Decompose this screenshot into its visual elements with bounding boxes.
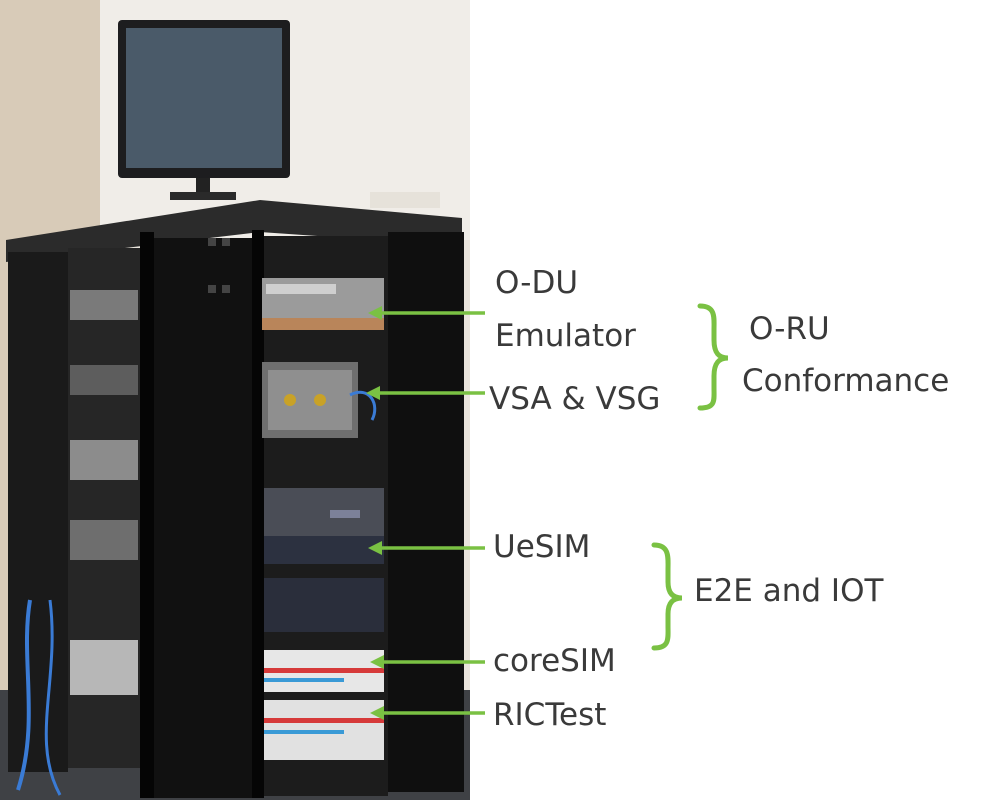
- vsa-vsg-unit: [262, 362, 377, 438]
- curly-brace-icon-oru: [697, 303, 729, 411]
- arrow-icon-coresim: [370, 655, 485, 669]
- rack-top: [6, 200, 462, 262]
- uesim-unit: [264, 488, 384, 564]
- arrow-icon-vsa: [366, 386, 485, 400]
- label-vsa-vsg: VSA & VSG: [489, 381, 661, 417]
- curly-brace-icon-e2e: [651, 542, 683, 651]
- arrow-icon-odu: [368, 306, 485, 320]
- odu-emulator-unit: [262, 278, 384, 330]
- label-odu-line1: O-DU: [495, 265, 579, 301]
- arrow-icon-uesim: [368, 541, 485, 555]
- side-equipment: [16, 290, 138, 796]
- tray-unit: [264, 578, 384, 632]
- rack-photo: [0, 0, 470, 800]
- label-odu-line2: Emulator: [495, 318, 636, 354]
- label-oru-line2: Conformance: [742, 363, 950, 399]
- label-coresim: coreSIM: [493, 643, 616, 679]
- coresim-unit: [264, 650, 384, 692]
- monitor: [118, 20, 290, 200]
- paper-on-top: [370, 192, 440, 208]
- label-rictest: RICTest: [493, 697, 607, 733]
- label-e2e-iot: E2E and IOT: [694, 573, 884, 609]
- rictest-unit: [264, 700, 384, 760]
- label-oru-line1: O-RU: [749, 311, 830, 347]
- arrow-icon-rictest: [370, 706, 485, 720]
- label-uesim: UeSIM: [493, 529, 591, 565]
